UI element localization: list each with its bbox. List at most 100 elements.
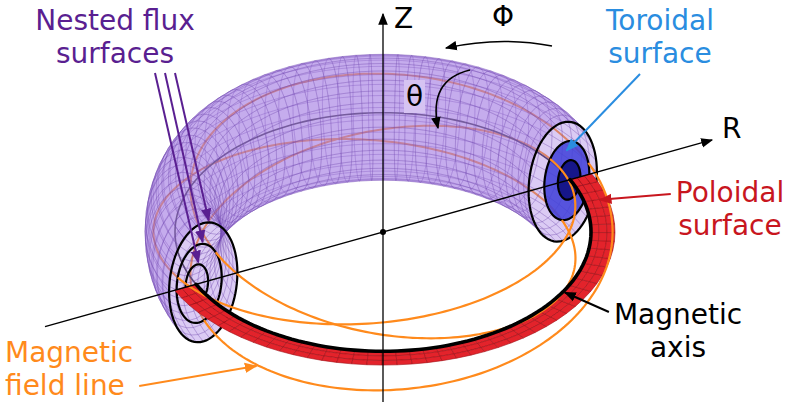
torus-patch <box>394 150 405 160</box>
torus-patch <box>405 128 416 141</box>
surface-label: Poloidal surface <box>660 176 800 242</box>
torus-patch <box>352 151 363 162</box>
axis-label: R <box>720 112 743 145</box>
torus-patch <box>340 104 351 118</box>
torus-patch <box>396 58 410 64</box>
torus-patch <box>362 115 373 128</box>
torus-patch <box>331 118 342 132</box>
toroidal-angle-arrow <box>446 41 552 48</box>
torus-patch <box>373 139 384 150</box>
torus-patch <box>384 103 395 115</box>
torus-patch <box>372 80 384 91</box>
field-line <box>204 163 613 391</box>
poloidal-surface-leader <box>600 194 671 200</box>
torus-patch <box>373 127 384 139</box>
poloidal-surface <box>367 360 382 365</box>
torus-patch <box>350 92 362 105</box>
torus-patch <box>326 84 339 96</box>
poloidal-surface <box>337 358 353 364</box>
field-line <box>190 74 588 253</box>
r-axis <box>45 140 712 327</box>
torus-patch <box>426 142 436 155</box>
torus-patch <box>372 168 383 174</box>
torus-patch <box>384 80 396 91</box>
origin-dot <box>380 229 386 235</box>
torus-patch <box>371 58 384 64</box>
torus-patch <box>346 64 359 73</box>
torus-patch <box>362 127 373 140</box>
magnetic-axis <box>196 180 591 352</box>
field-line <box>153 139 562 277</box>
torus-patch <box>342 141 353 153</box>
torus-patch <box>436 132 446 146</box>
torus-patch <box>339 93 351 106</box>
surface-label-text: Poloidal surface <box>676 176 784 242</box>
torus-patch <box>405 151 416 162</box>
torus-patch <box>384 139 395 150</box>
angle-label-text: θ <box>404 80 425 113</box>
field-line-leader <box>139 366 256 386</box>
poloidal-surface <box>367 356 382 361</box>
torus-patch <box>371 179 384 181</box>
flux-surface-label-text: Nested flux surfaces <box>35 4 195 70</box>
torus-patch <box>361 168 373 175</box>
torus-patch <box>341 117 352 131</box>
field-line-label: Magnetic field line <box>5 336 170 402</box>
torus-patch <box>384 115 395 128</box>
torus-patch <box>362 139 373 151</box>
torus-patch <box>394 139 405 151</box>
torus-patch <box>360 71 372 81</box>
poloidal-surface <box>382 356 397 361</box>
torus-patch <box>330 106 341 120</box>
torus-patch <box>415 141 426 154</box>
torus-patch <box>396 180 409 181</box>
hidden-parts <box>153 74 588 321</box>
torus-patch <box>372 71 384 80</box>
poloidal-angle-arrow <box>436 70 470 128</box>
flux-surface-leader <box>165 73 203 242</box>
torus-patch <box>328 94 340 107</box>
torus-patch <box>415 117 426 131</box>
torus-patch <box>360 80 372 91</box>
field-line <box>190 126 550 320</box>
field-line <box>178 159 576 324</box>
poloidal-surface <box>426 356 442 362</box>
torus-patch <box>373 115 384 128</box>
angle-label-text: Φ <box>490 0 516 33</box>
torus-patch <box>321 132 331 146</box>
poloidal-surface <box>352 359 368 364</box>
flux-surface-leader <box>175 73 209 220</box>
torus-patch <box>373 103 384 115</box>
torus-patch <box>373 160 384 168</box>
torus-patch <box>408 65 421 74</box>
torus-patch <box>405 116 416 129</box>
torus-patch <box>336 73 349 84</box>
torus-patch <box>351 161 362 170</box>
torus-patch <box>362 103 373 116</box>
flux-surface-label: Nested flux surfaces <box>10 4 220 70</box>
angle-label: θ <box>404 80 425 113</box>
torus-patch <box>396 64 409 72</box>
torus-patch <box>384 160 395 168</box>
poloidal-surface <box>293 350 310 357</box>
axis-label: Z <box>392 2 415 35</box>
torus-patch <box>331 142 341 155</box>
torus-patch <box>394 115 405 128</box>
axis-name-label: Magnetic axis <box>598 298 758 364</box>
torus-patch <box>415 129 426 142</box>
poloidal-surface <box>606 233 615 242</box>
torus-patch <box>405 161 416 170</box>
torus-patch <box>352 116 363 129</box>
poloidal-surface <box>307 353 324 360</box>
poloidal-surface <box>397 359 413 364</box>
torus-patch <box>415 152 426 163</box>
leader-lines <box>139 73 671 386</box>
z-axis <box>382 14 383 402</box>
magnetic-axis-leader <box>565 292 609 312</box>
flux-surface-leader <box>155 73 198 262</box>
torus-patch <box>384 55 398 58</box>
front-parts <box>174 159 615 390</box>
torus-patch <box>362 150 373 160</box>
torus-patch <box>384 168 395 174</box>
torus-patch <box>394 127 405 140</box>
